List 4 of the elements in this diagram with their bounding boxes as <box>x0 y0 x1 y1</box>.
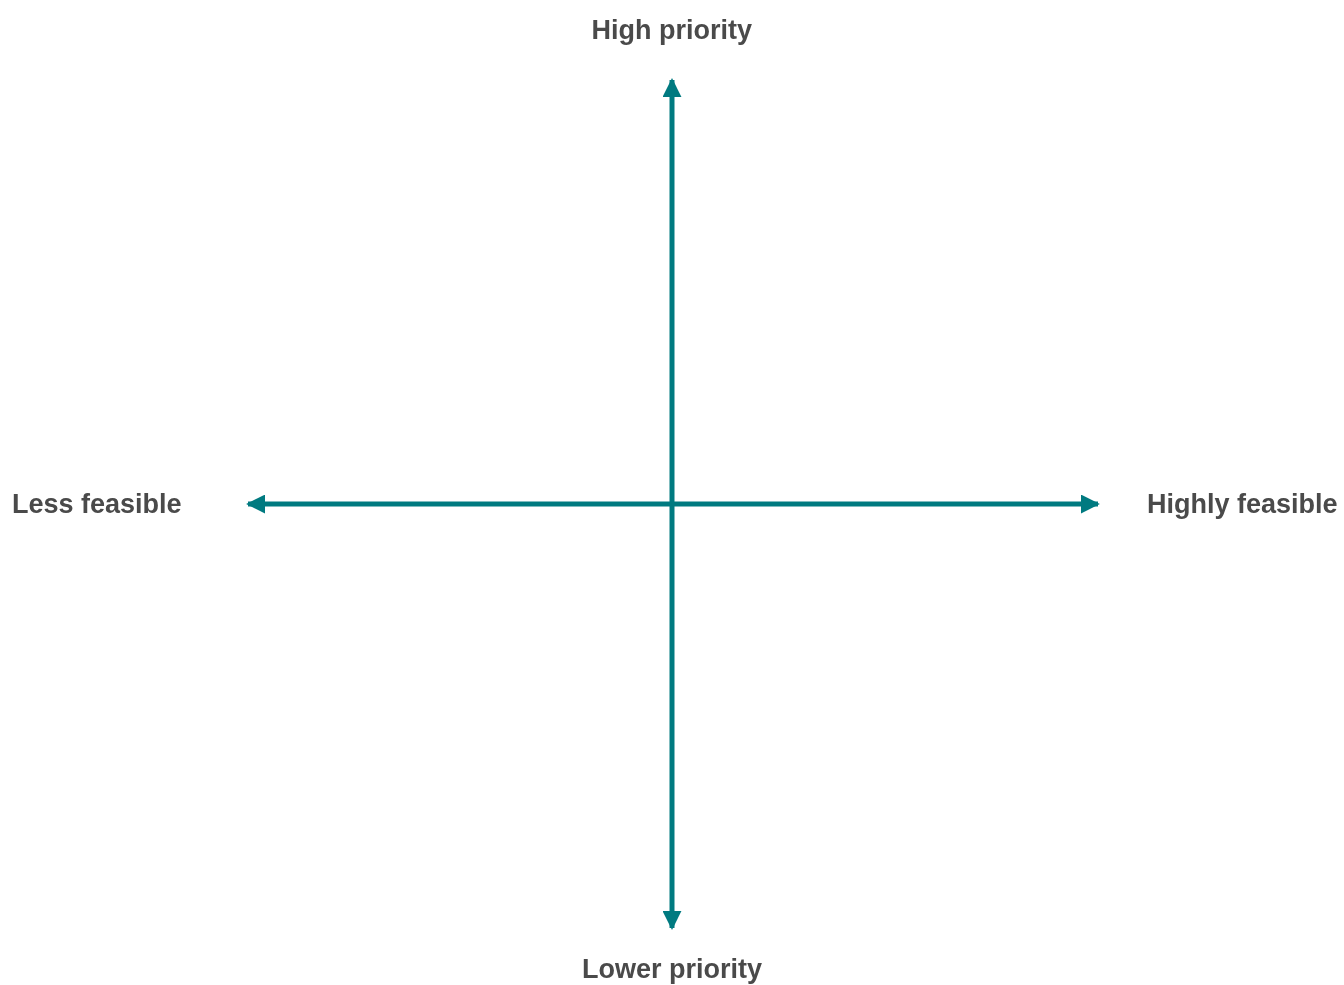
axis-label: Less feasible <box>12 488 182 520</box>
axis-label: Highly feasible <box>1147 488 1338 520</box>
axis-label: High priority <box>591 14 752 46</box>
axis-label: Lower priority <box>582 953 763 985</box>
